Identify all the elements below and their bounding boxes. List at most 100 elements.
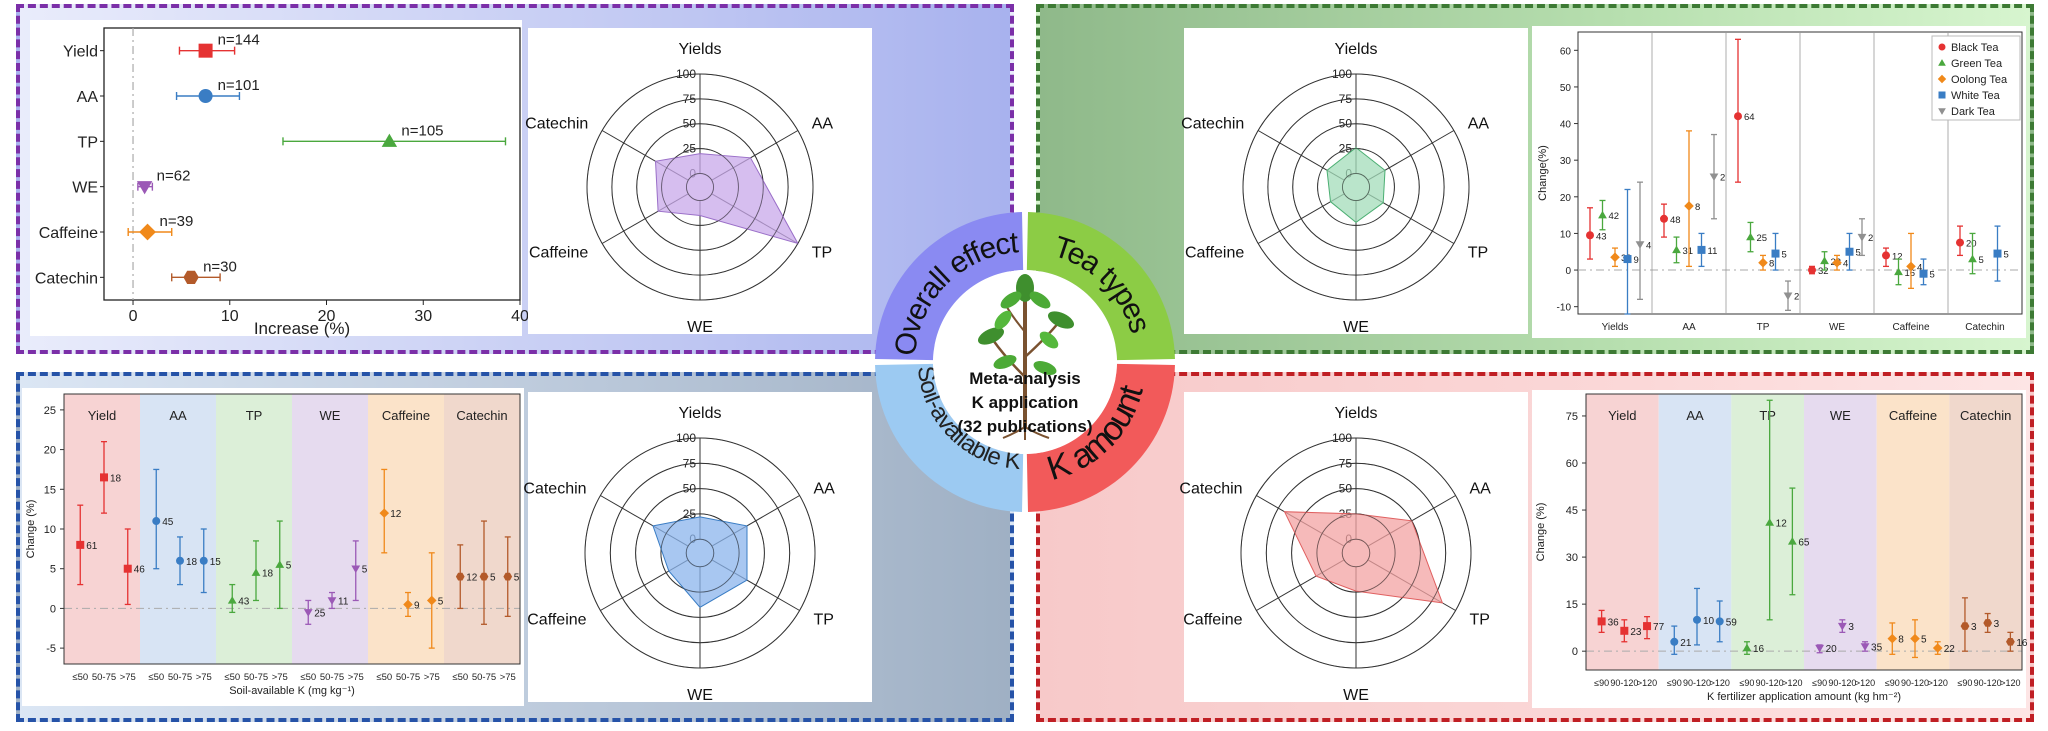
radar-tick-label: 50: [683, 482, 697, 496]
radar-ring-overlay: [686, 173, 714, 201]
radar-tick-label: 25: [683, 142, 697, 156]
x-tick-label: ≤90: [1594, 678, 1609, 688]
n-label: 20: [1826, 644, 1838, 655]
n-label: 20: [1966, 239, 1977, 250]
n-label: 18: [262, 569, 274, 580]
radar-ring-overlay: [1341, 538, 1371, 568]
n-label: 2: [1868, 233, 1873, 244]
data-point: [1623, 255, 1632, 264]
y-tick-label: 0: [1565, 266, 1571, 277]
y-tick-label: 50: [1560, 83, 1572, 94]
legend-marker: [1938, 43, 1946, 51]
legend-marker: [1938, 108, 1946, 115]
n-label: 16: [1753, 644, 1765, 655]
radar-tick-label: 50: [683, 117, 697, 131]
data-point: [1635, 241, 1645, 249]
x-axis-title: Increase (%): [254, 319, 350, 338]
radar-ring-overlay: [1265, 462, 1447, 644]
data-point: [403, 599, 413, 610]
hub-segment: [1026, 363, 1175, 512]
group-background: [1876, 394, 1950, 670]
radar-ring-overlay: [1242, 73, 1470, 301]
n-label: 5: [1930, 270, 1935, 281]
group-background: [292, 394, 368, 664]
x-tick-label: 10: [221, 308, 239, 325]
group-background: [368, 394, 444, 664]
category-label: AA: [1682, 322, 1696, 333]
hub-segment: [1026, 212, 1175, 361]
y-tick-label: 20: [44, 445, 56, 457]
data-point: [1597, 617, 1606, 626]
radar-axis-label: Yields: [679, 41, 722, 58]
radar-ring-overlay: [1267, 98, 1445, 276]
radar-ring-overlay: [586, 73, 814, 301]
radar-ring-overlay: [611, 98, 789, 276]
radar-ring-overlay: [685, 538, 715, 568]
data-point: [1894, 267, 1903, 276]
radar-tick-label: 100: [676, 67, 696, 81]
n-label: 45: [162, 517, 174, 528]
group-background: [1731, 394, 1804, 670]
data-point: [152, 517, 161, 526]
group-background: [216, 394, 292, 664]
x-tick-label: ≤50: [148, 672, 164, 683]
data-point: [1837, 622, 1847, 631]
radar-axis-label: TP: [1468, 245, 1488, 262]
category-label: Catechin: [1965, 322, 2004, 333]
group-label: AA: [169, 408, 187, 423]
group-background: [1949, 394, 2022, 670]
x-tick-label: 90-120: [1610, 678, 1638, 688]
n-label: 9: [1634, 255, 1639, 266]
radar-axis-label: Caffeine: [1183, 612, 1242, 629]
y-tick-label: 60: [1560, 46, 1572, 57]
n-label: 5: [490, 573, 496, 584]
y-tick-label: 0: [1572, 646, 1578, 658]
n-label: 12: [466, 573, 478, 584]
category-label: TP: [1757, 322, 1770, 333]
x-tick-label: >120: [1637, 678, 1657, 688]
data-point: [1684, 201, 1694, 211]
radar-axis-label: Yields: [1335, 405, 1378, 422]
data-point: [1746, 232, 1755, 241]
row-label: Yield: [63, 44, 98, 61]
n-label: 5: [1979, 255, 1984, 266]
x-axis-title: K fertilizer application amount (kg hm⁻²…: [1707, 691, 1901, 703]
y-tick-label: 30: [1566, 552, 1578, 564]
n-label: 77: [1653, 622, 1665, 633]
radar-area: [1326, 146, 1386, 224]
hub-segment: [875, 212, 1024, 361]
x-tick-label: >120: [2000, 678, 2020, 688]
radar-axis-label: TP: [1469, 612, 1489, 629]
x-tick-label: ≤50: [300, 672, 316, 683]
radar-tick-label: 100: [676, 431, 696, 445]
effect-marker: [198, 43, 213, 58]
data-point: [227, 596, 237, 604]
radar-ring-overlay: [1317, 148, 1395, 226]
n-label: 61: [86, 541, 98, 552]
x-tick-label: ≤90: [1739, 678, 1754, 688]
data-point: [1910, 633, 1920, 644]
y-tick-label: 5: [50, 564, 56, 576]
hub-subtitle: K application: [972, 393, 1079, 412]
n-label: 31: [1683, 246, 1694, 257]
x-tick-label: 90-120: [1828, 678, 1856, 688]
data-point: [1765, 518, 1775, 526]
radar-axis-label: WE: [1343, 319, 1369, 336]
data-point: [76, 540, 85, 549]
y-axis-title: Change (%): [1535, 503, 1547, 562]
n-label: 5: [1782, 250, 1787, 261]
radar-ring-overlay: [584, 437, 816, 669]
y-tick-label: -10: [1557, 303, 1572, 314]
x-tick-label: 90-120: [1756, 678, 1784, 688]
data-point: [1771, 249, 1780, 258]
x-tick-label: ≤90: [1667, 678, 1682, 688]
n-label: 18: [186, 557, 198, 568]
data-point: [251, 568, 261, 576]
n-label: n=30: [203, 258, 237, 275]
radar-axis-label: Catechin: [1181, 116, 1244, 133]
n-label: n=101: [218, 77, 260, 94]
radar-tick-label: 75: [683, 92, 697, 106]
radar-tick-label: 25: [683, 507, 697, 521]
x-tick-label: 30: [414, 308, 432, 325]
